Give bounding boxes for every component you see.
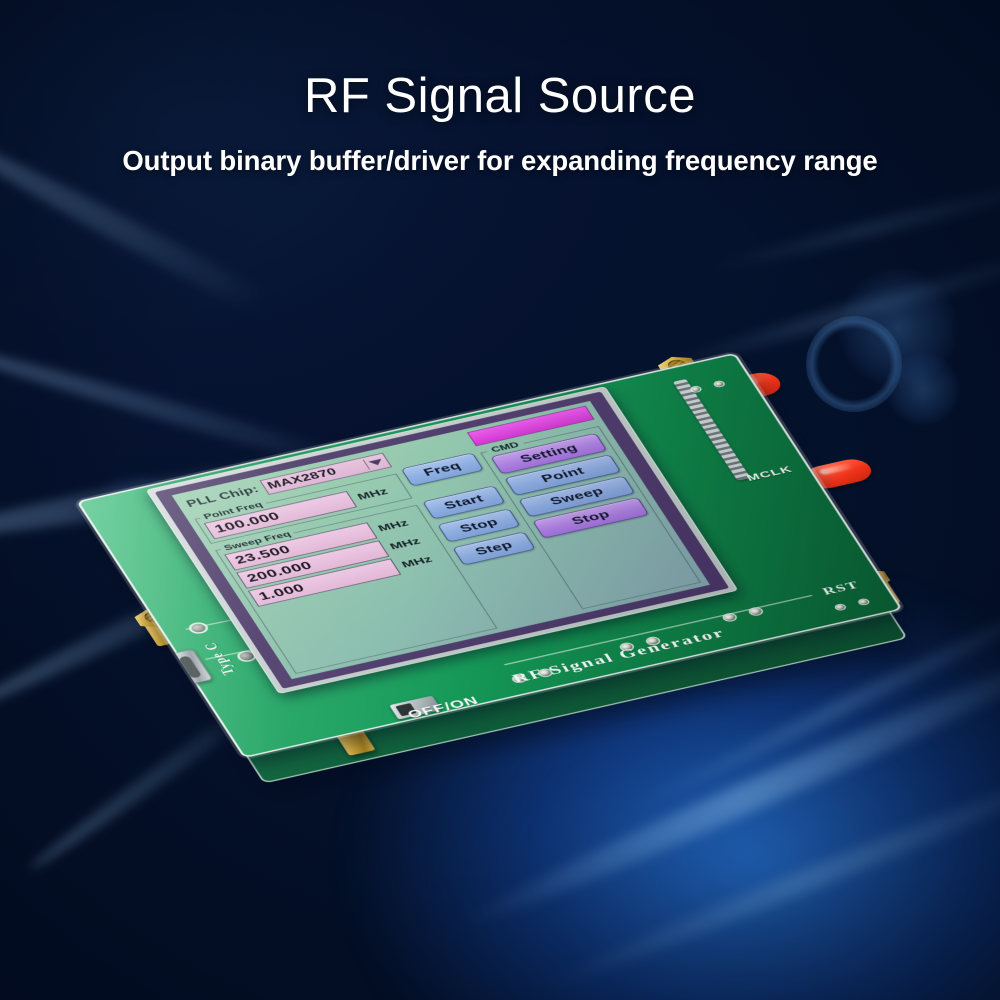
test-pad-row xyxy=(619,636,661,652)
page-subtitle: Output binary buffer/driver for expandin… xyxy=(122,145,878,176)
freq-button[interactable]: Freq xyxy=(400,452,485,487)
test-pad-row xyxy=(722,607,764,622)
mounting-hole xyxy=(189,622,208,634)
power-slide-switch[interactable] xyxy=(389,695,442,720)
sweep-step-unit: MHz xyxy=(399,553,435,570)
point-freq-unit: MHz xyxy=(355,486,391,503)
pin-header xyxy=(672,378,751,481)
silkscreen-usb-label: Type C xyxy=(201,640,239,677)
test-pad-row xyxy=(512,668,553,683)
header: RF Signal Source Output binary buffer/dr… xyxy=(0,0,1000,177)
chevron-down-icon[interactable] xyxy=(362,456,386,470)
sweep-stop-unit: MHz xyxy=(387,535,423,552)
page-title: RF Signal Source xyxy=(303,69,696,123)
sweep-start-unit: MHz xyxy=(375,517,411,534)
test-pad-row xyxy=(835,598,869,611)
silkscreen-reset-label: RST xyxy=(819,578,862,598)
silkscreen-power-label: OFF/ON xyxy=(405,694,482,721)
